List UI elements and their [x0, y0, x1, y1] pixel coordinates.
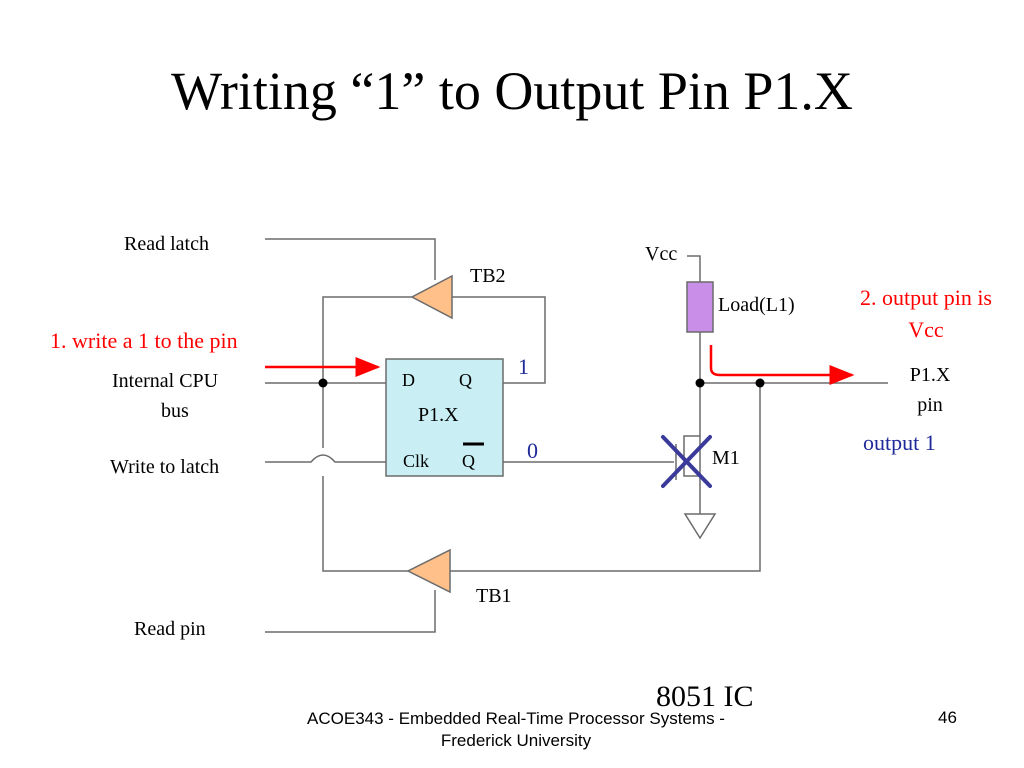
load-resistor [686, 281, 714, 333]
pin-label-1: P1.X [910, 364, 951, 386]
read-pin-label: Read pin [134, 618, 206, 640]
vcc-label: Vcc [645, 243, 677, 265]
step2-annotation-1: 2. output pin is [860, 285, 992, 310]
tb2-input-wire [452, 296, 546, 384]
q-value: 1 [518, 354, 529, 379]
read-pin-wire [265, 590, 436, 633]
tb1-label: TB1 [476, 585, 512, 607]
tb2-output-wire [322, 296, 412, 448]
ic-label: 8051 IC [656, 680, 754, 713]
latch-qbar-label: Q [462, 451, 475, 471]
internal-cpu-bus-label-1: Internal CPU [112, 370, 219, 392]
output-arrow [709, 345, 855, 385]
step2-annotation-2: Vcc [908, 317, 944, 342]
footer-course-line-2: Frederick University [440, 731, 592, 750]
latch-d-label: D [402, 370, 415, 390]
footer-course: ACOE343 - Embedded Real-Time Processor S… [256, 708, 776, 752]
page-number: 46 [938, 708, 957, 727]
m1-label: M1 [712, 447, 740, 469]
tb2-label: TB2 [470, 265, 506, 287]
write-latch-wire [265, 454, 386, 463]
latch-clk-label: Clk [403, 451, 429, 471]
read-latch-wire [265, 238, 436, 280]
load-label: Load(L1) [718, 294, 795, 316]
pin-label-2: pin [917, 394, 943, 416]
tb1-output-wire [322, 476, 408, 572]
footer-course-line-1: ACOE343 - Embedded Real-Time Processor S… [307, 709, 725, 728]
output-state-label: output 1 [863, 430, 936, 455]
vcc-wire [687, 255, 701, 282]
pin-junction [755, 378, 765, 388]
circuit-wires [265, 238, 888, 633]
ground-icon [683, 513, 717, 540]
read-latch-label: Read latch [124, 233, 209, 255]
tb2-buffer [410, 274, 453, 320]
step1-annotation: 1. write a 1 to the pin [50, 328, 238, 353]
write-to-latch-label: Write to latch [110, 456, 219, 478]
m1-cross-icon [661, 435, 712, 488]
slide-title: Writing “1” to Output Pin P1.X [171, 61, 853, 121]
latch-name-label: P1.X [418, 404, 459, 426]
tb1-input-wire [450, 383, 761, 572]
qbar-value: 0 [527, 438, 538, 463]
latch-q-label: Q [459, 370, 472, 390]
latch-box [385, 358, 504, 477]
internal-cpu-bus-label-2: bus [161, 400, 189, 422]
drain-junction [695, 378, 705, 388]
tb1-buffer [406, 548, 451, 594]
bus-junction [318, 378, 328, 388]
